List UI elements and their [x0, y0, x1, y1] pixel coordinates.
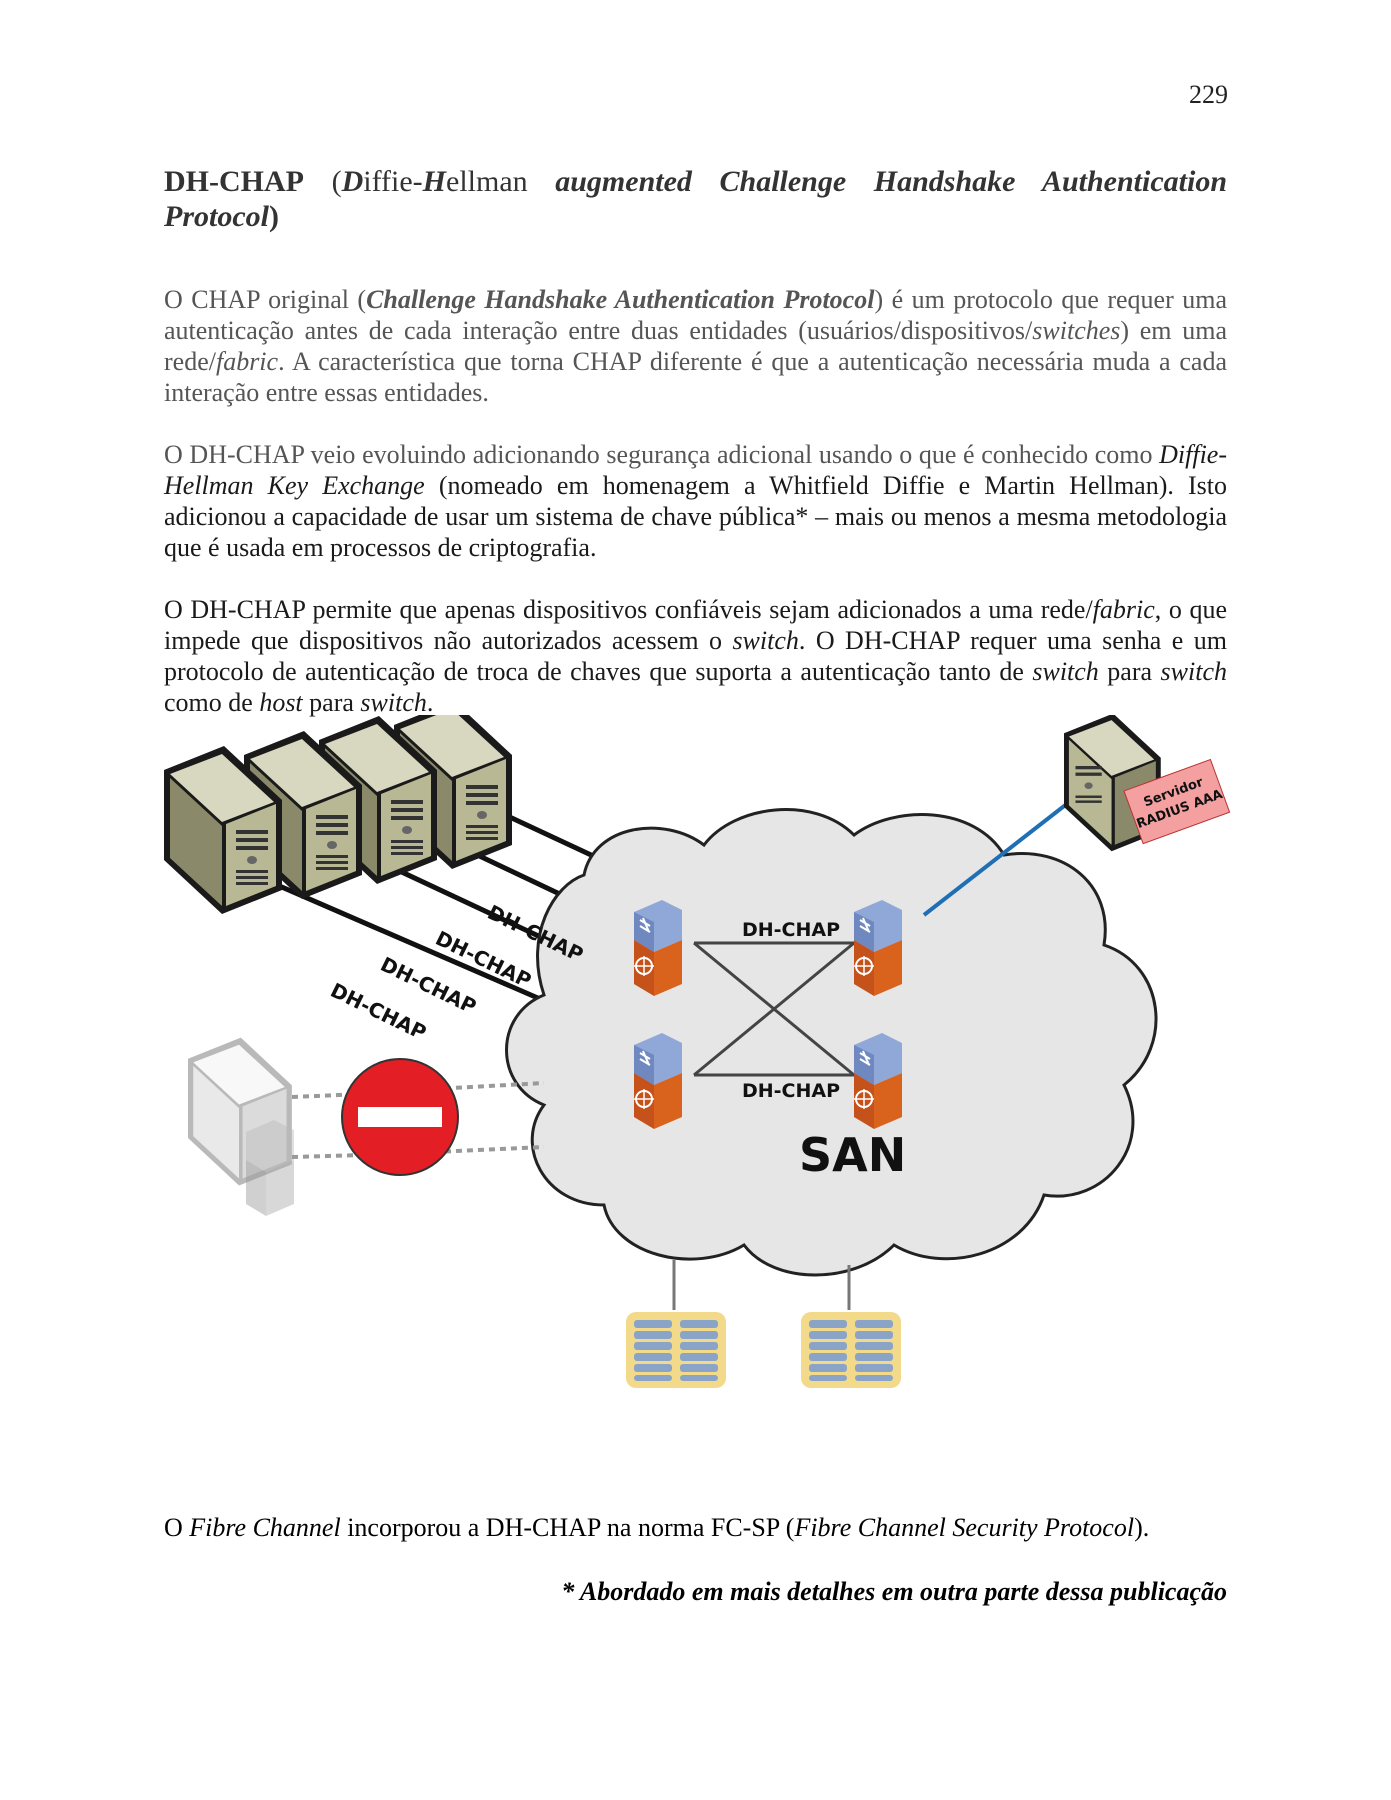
storage-links	[672, 1260, 851, 1310]
title-close: )	[269, 200, 279, 233]
footnote: * Abordado em mais detalhes em outra par…	[561, 1577, 1227, 1606]
unauthorized-switch-icon	[246, 1120, 294, 1216]
no-entry-icon	[341, 1058, 459, 1176]
title-expansion: augmented Challenge Handshake Authentica…	[164, 165, 1228, 233]
radius-tag: Servidor RADIUS AAA	[1123, 758, 1231, 845]
title-acronym: DH-CHAP	[164, 165, 304, 198]
switch-link-label-bottom: DH-CHAP	[742, 1080, 840, 1102]
storage-array-2-icon	[801, 1312, 901, 1388]
section-title: DH-CHAP (Diffie-Hellman augmented Challe…	[164, 164, 1227, 234]
unauthorized-host-icon	[188, 1037, 292, 1186]
paragraph-fc-sp: O Fibre Channel incorporou a DH-CHAP na …	[164, 1513, 1150, 1542]
switch-links	[693, 941, 855, 1077]
title-d: D	[341, 165, 364, 198]
title-h: H	[422, 165, 447, 198]
title-iffie: iffie-	[363, 165, 423, 198]
paragraph-trusted-devices: O DH-CHAP permite que apenas dispositivo…	[164, 595, 1227, 717]
paragraph-dh-chap: O DH-CHAP veio evoluindo adicionando seg…	[164, 440, 1227, 562]
radius-link	[922, 787, 1088, 917]
title-paren: (	[303, 165, 342, 198]
paragraph-chap: O CHAP original (Challenge Handshake Aut…	[164, 285, 1228, 407]
title-ellman: ellman	[446, 165, 528, 198]
main-text: DH-CHAP (Diffie-Hellman augmented Challe…	[164, 164, 1227, 749]
closing-text: O Fibre Channel incorporou a DH-CHAP na …	[164, 1512, 1227, 1607]
switch-link-label-top: DH-CHAP	[742, 919, 840, 941]
san-label: SAN	[799, 1128, 906, 1182]
san-cloud	[505, 808, 1158, 1277]
san-switch-3-icon	[633, 1032, 683, 1130]
storage-array-1-icon	[626, 1312, 726, 1388]
san-switch-1-icon	[633, 899, 683, 997]
san-switch-4-icon	[853, 1032, 903, 1130]
san-switch-2-icon	[853, 899, 903, 997]
dh-chap-san-diagram: DH-CHAP DH-CHAP SAN DH-CHAP DH-CHAP DH-C…	[164, 715, 1244, 1485]
page-number: 229	[1189, 80, 1228, 109]
